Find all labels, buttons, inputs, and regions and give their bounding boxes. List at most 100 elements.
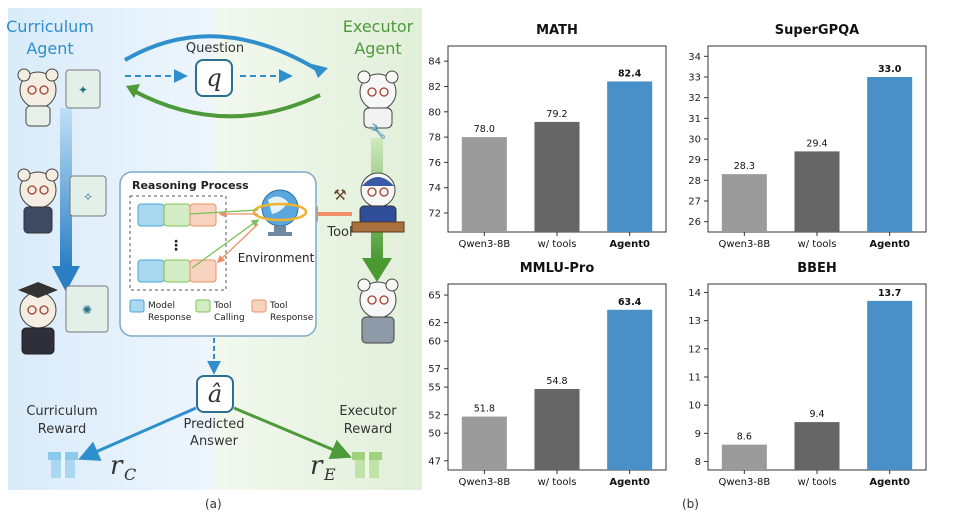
chart-frame-supergpqa	[707, 45, 927, 233]
tool-calling-block	[163, 259, 191, 283]
bar-bbeh-2	[867, 300, 913, 470]
bar-supergpqa-1	[794, 151, 840, 232]
executor-bear-avatar-1	[357, 70, 399, 129]
legend-tool-response-line2: Response	[270, 313, 314, 323]
whiteboard-icon	[69, 175, 107, 217]
bar-value-label: 54.8	[546, 376, 567, 387]
chart-title-supergpqa: SuperGPQA	[775, 23, 859, 38]
desk-icon	[351, 221, 405, 233]
bar-mmlu-pro-1	[534, 388, 580, 470]
y-tick-label: 32	[688, 93, 701, 104]
tools-icon: ⚒	[333, 186, 346, 204]
legend-model-response-swatch	[129, 299, 145, 313]
svg-text:✧: ✧	[83, 190, 93, 204]
agent-diagram: Curriculum Agent Executor Agent Question…	[6, 8, 422, 490]
return-arc-head	[126, 84, 140, 98]
legend-tool-calling-line1: Tool	[213, 301, 231, 311]
bar-mmlu-pro-0	[461, 416, 507, 470]
y-tick-label: 31	[688, 114, 701, 125]
env-call-arrow	[191, 219, 260, 269]
bar-value-label: 28.3	[734, 161, 755, 172]
tool-calling-block	[163, 203, 191, 227]
bar-math-2	[607, 81, 653, 232]
bar-value-label: 51.8	[474, 404, 495, 415]
curriculum-bear-avatar-1: ✦	[17, 68, 101, 127]
bar-math-0	[461, 137, 507, 232]
executor-reward-arrow	[233, 406, 352, 460]
env-call-arrow-2	[189, 209, 259, 215]
bar-value-label: 79.2	[546, 109, 567, 120]
bar-value-label: 9.4	[809, 409, 824, 420]
svg-text:✦: ✦	[78, 83, 88, 97]
ellipsis-dots: ⋮	[169, 238, 183, 254]
curriculum-bear-avatar-3: ✺	[18, 282, 109, 355]
y-tick-label: 65	[428, 291, 441, 302]
question-arc	[124, 34, 320, 72]
x-tick-label: w/ tools	[798, 477, 837, 488]
bar-value-label: 63.4	[618, 297, 642, 308]
curriculum-reward-symbol: r	[110, 451, 124, 481]
x-tick-label: Qwen3-8B	[718, 239, 770, 250]
bar-supergpqa-2	[867, 77, 913, 232]
executor-gift-icon	[352, 452, 382, 478]
x-tick-label: Agent0	[869, 239, 910, 250]
graduation-cap-icon	[18, 282, 58, 298]
bar-value-label: 29.4	[806, 138, 827, 149]
curriculum-title-line2: Agent	[26, 39, 73, 58]
tool-response-block	[189, 259, 217, 283]
bar-value-label: 13.7	[878, 288, 901, 299]
curriculum-down-arrow-head	[52, 266, 80, 292]
executor-bear-avatar-3	[357, 278, 399, 344]
legend-tool-calling-line2: Calling	[214, 313, 245, 323]
y-tick-label: 52	[428, 410, 441, 421]
svg-text:✺: ✺	[82, 303, 92, 317]
reasoning-title: Reasoning Process	[132, 179, 249, 192]
bar-bbeh-1	[794, 422, 840, 470]
x-tick-label: w/ tools	[538, 239, 577, 250]
env-response-arrow-2	[216, 223, 259, 264]
y-tick-label: 60	[428, 337, 441, 348]
y-tick-label: 72	[428, 209, 441, 220]
x-tick-label: Agent0	[869, 477, 910, 488]
bar-value-label: 33.0	[878, 64, 902, 75]
y-tick-label: 26	[688, 217, 701, 228]
x-tick-label: Agent0	[609, 477, 650, 488]
chart-frame-math	[447, 45, 667, 233]
curriculum-title-line1: Curriculum	[6, 17, 94, 36]
caption-a: (a)	[205, 497, 222, 511]
environment-label: Environment	[238, 251, 315, 265]
bar-bbeh-0	[721, 444, 767, 470]
y-tick-label: 34	[688, 52, 701, 63]
answer-symbol: â	[208, 380, 222, 408]
question-label: Question	[186, 41, 244, 56]
q-box	[195, 59, 233, 97]
executor-down-arrow-head	[362, 258, 392, 282]
executor-title-line2: Agent	[354, 39, 401, 58]
tool-label: Tool	[326, 225, 352, 240]
bar-mmlu-pro-2	[607, 309, 653, 470]
executor-bear-avatar-2	[351, 172, 405, 233]
y-tick-label: 29	[688, 155, 701, 166]
y-tick-label: 62	[428, 318, 441, 329]
executor-reward-line1: Executor	[339, 404, 397, 419]
return-arc	[131, 88, 321, 119]
curriculum-reward-line2: Reward	[38, 422, 86, 437]
x-tick-label: w/ tools	[798, 239, 837, 250]
y-tick-label: 82	[428, 82, 441, 93]
curriculum-gift-icon	[48, 452, 78, 478]
curriculum-reward-line1: Curriculum	[26, 404, 97, 419]
legend-tool-response-line1: Tool	[269, 301, 287, 311]
y-tick-label: 11	[688, 373, 701, 384]
bar-math-1	[534, 121, 580, 232]
executor-reward-line2: Reward	[344, 422, 392, 437]
curriculum-bear-avatar-2: ✧	[17, 168, 107, 234]
y-tick-label: 30	[688, 135, 701, 146]
y-tick-label: 8	[695, 457, 701, 468]
legend-tool-response-swatch	[251, 299, 267, 313]
bar-supergpqa-0	[721, 174, 767, 232]
answer-box	[196, 375, 234, 413]
y-tick-label: 76	[428, 158, 441, 169]
question-arc-head	[312, 64, 328, 78]
x-tick-label: Agent0	[609, 239, 650, 250]
chart-frame-bbeh	[707, 283, 927, 471]
